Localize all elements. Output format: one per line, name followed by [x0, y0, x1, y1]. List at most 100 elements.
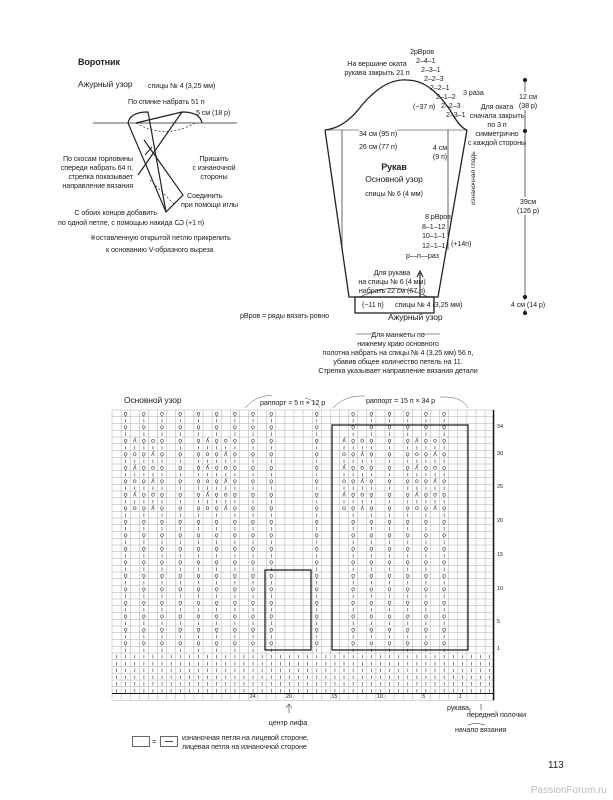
stitch-symbol: ı	[179, 653, 181, 661]
stitch-symbol: ı	[370, 430, 372, 438]
stitch-symbol: ı	[361, 457, 363, 465]
stitch-symbol: ı	[216, 457, 218, 465]
stitch-symbol: ı	[380, 659, 382, 667]
stitch-symbol: ǫ	[196, 531, 200, 539]
stitch-symbol: o	[206, 450, 210, 458]
stitch-symbol: ı	[407, 511, 409, 519]
stitch-symbol: ı	[234, 686, 236, 694]
sleeve-top-row-1: 2–4–1	[416, 56, 436, 65]
stitch-symbol: ǫ	[124, 626, 128, 634]
stitch-symbol: ǫ	[351, 639, 355, 647]
stitch-symbol: ǫ	[196, 626, 200, 634]
stitch-symbol: ı	[143, 646, 145, 654]
stitch-symbol: ı	[370, 592, 372, 600]
stitch-symbol: ı	[207, 680, 209, 688]
stitch-symbol: ı	[443, 497, 445, 505]
stitch-symbol: ǫ	[388, 558, 392, 566]
stitch-symbol: ı	[125, 680, 127, 688]
stitch-symbol: ǫ	[124, 450, 128, 458]
stitch-symbol: ı	[407, 551, 409, 559]
stitch-symbol: ǫ	[351, 491, 355, 499]
stitch-symbol: ı	[207, 457, 209, 465]
stitch-symbol: ı	[134, 470, 136, 478]
stitch-symbol: ı	[161, 578, 163, 586]
stitch-symbol: ı	[343, 497, 345, 505]
stitch-symbol: ǫ	[215, 612, 219, 620]
stitch-symbol: ǫ	[251, 491, 255, 499]
stitch-symbol: ı	[352, 511, 354, 519]
stitch-symbol: ı	[161, 632, 163, 640]
stitch-symbol: ı	[298, 680, 300, 688]
stitch-symbol: ı	[416, 470, 418, 478]
stitch-symbol: ǫ	[424, 545, 428, 553]
stitch-symbol: ı	[179, 511, 181, 519]
stitch-symbol: ǫ	[388, 491, 392, 499]
stitch-symbol: ı	[216, 511, 218, 519]
stitch-symbol: ǫ	[196, 450, 200, 458]
stitch-symbol: ʎ	[360, 477, 364, 485]
stitch-symbol: ı	[252, 632, 254, 640]
stitch-symbol: ı	[407, 484, 409, 492]
stitch-symbol: ı	[434, 443, 436, 451]
stitch-symbol: ǫ	[142, 558, 146, 566]
stitch-symbol: ı	[434, 484, 436, 492]
stitch-symbol: ı	[370, 538, 372, 546]
stitch-symbol: ı	[161, 524, 163, 532]
stitch-symbol: ı	[352, 673, 354, 681]
stitch-symbol: ı	[416, 673, 418, 681]
stitch-symbol: ǫ	[124, 531, 128, 539]
stitch-symbol: ǫ	[442, 599, 446, 607]
stitch-symbol: ı	[325, 653, 327, 661]
stitch-symbol: ǫ	[442, 545, 446, 553]
stitch-symbol: ı	[252, 416, 254, 424]
stitch-symbol: ı	[316, 470, 318, 478]
stitch-symbol: ı	[134, 659, 136, 667]
stitch-symbol: ı	[316, 565, 318, 573]
stitch-symbol: ı	[270, 551, 272, 559]
stitch-symbol: ǫ	[124, 477, 128, 485]
stitch-symbol: ı	[198, 673, 200, 681]
stitch-symbol: ǫ	[269, 437, 273, 445]
stitch-symbol: ı	[334, 659, 336, 667]
stitch-symbol: ǫ	[269, 450, 273, 458]
stitch-symbol: ı	[188, 686, 190, 694]
stitch-symbol: ı	[143, 497, 145, 505]
stitch-symbol: ǫ	[369, 612, 373, 620]
stitch-symbol: ı	[370, 666, 372, 674]
stitch-symbol: ı	[225, 673, 227, 681]
stitch-symbol: ı	[143, 430, 145, 438]
stitch-symbol: ı	[152, 680, 154, 688]
stitch-symbol: ı	[234, 605, 236, 613]
stitch-symbol: ı	[134, 686, 136, 694]
stitch-symbol: o	[433, 437, 437, 445]
stitch-symbol: ǫ	[442, 639, 446, 647]
stitch-symbol: ı	[389, 484, 391, 492]
stitch-symbol: ı	[270, 443, 272, 451]
stitch-symbol: ı	[161, 511, 163, 519]
stitch-symbol: ǫ	[251, 545, 255, 553]
stitch-symbol: ı	[179, 484, 181, 492]
stitch-symbol: ǫ	[178, 477, 182, 485]
row-label: 20	[497, 518, 503, 524]
stitch-symbol: ı	[143, 551, 145, 559]
stitch-symbol: ı	[134, 457, 136, 465]
stitch-symbol: ǫ	[442, 585, 446, 593]
stitch-symbol: ǫ	[315, 504, 319, 512]
stitch-symbol: ı	[380, 686, 382, 694]
legend-empty-cell	[132, 736, 150, 747]
stitch-symbol: ı	[270, 416, 272, 424]
stitch-symbol: ǫ	[269, 572, 273, 580]
stitch-symbol: ǫ	[196, 558, 200, 566]
stitch-symbol: ı	[489, 659, 491, 667]
stitch-symbol: ı	[234, 551, 236, 559]
sleeve-top-row-0: 2рВров	[410, 47, 435, 56]
stitch-symbol: ı	[416, 659, 418, 667]
stitch-symbol: ı	[425, 659, 427, 667]
stitch-symbol: ı	[270, 511, 272, 519]
sleeve-length: 39см(126 р)	[516, 197, 540, 215]
stitch-symbol: ǫ	[233, 491, 237, 499]
stitch-symbol: ı	[252, 592, 254, 600]
stitch-symbol: ı	[307, 653, 309, 661]
stitch-symbol: ǫ	[442, 464, 446, 472]
